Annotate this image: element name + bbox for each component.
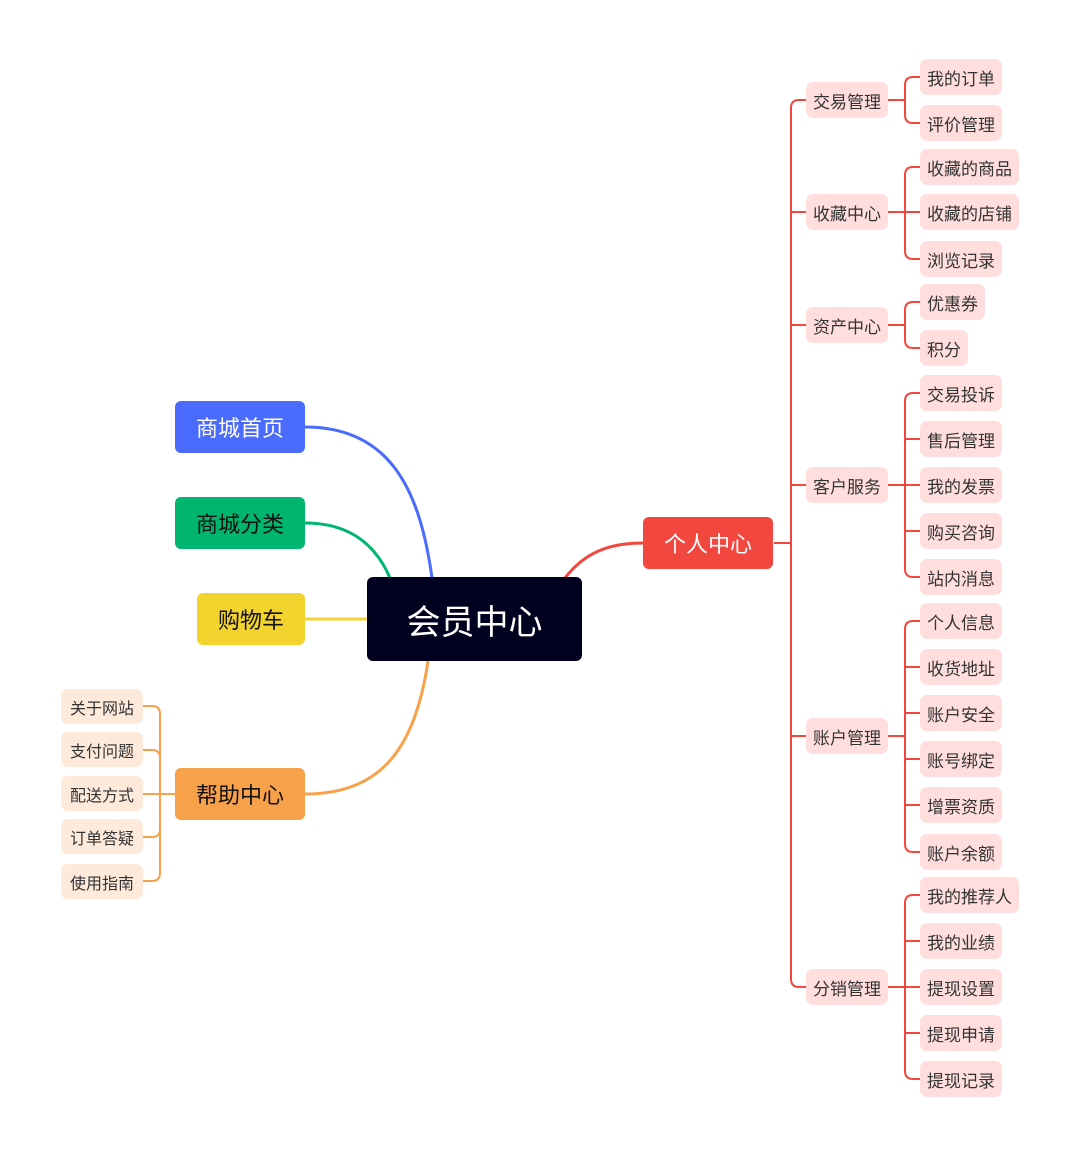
root-node[interactable]: 会员中心 bbox=[367, 577, 582, 661]
leaf-withdraw-records[interactable]: 提现记录 bbox=[920, 1061, 1002, 1097]
connector-user bbox=[563, 541, 644, 579]
node-help-center[interactable]: 帮助中心 bbox=[175, 768, 305, 820]
group-distribution[interactable]: 分销管理 bbox=[806, 969, 888, 1005]
node-mall-home[interactable]: 商城首页 bbox=[175, 401, 305, 453]
connector-help bbox=[304, 660, 430, 796]
leaf-vat-invoice[interactable]: 增票资质 bbox=[920, 787, 1002, 823]
node-mall-category[interactable]: 商城分类 bbox=[175, 497, 305, 549]
user-bracket bbox=[774, 76, 920, 1080]
leaf-referrer[interactable]: 我的推荐人 bbox=[920, 877, 1019, 913]
leaf-performance[interactable]: 我的业绩 bbox=[920, 923, 1002, 959]
leaf-my-orders[interactable]: 我的订单 bbox=[920, 59, 1002, 95]
leaf-after-sales[interactable]: 售后管理 bbox=[920, 421, 1002, 457]
group-assets[interactable]: 资产中心 bbox=[806, 307, 888, 343]
help-leaf-about[interactable]: 关于网站 bbox=[61, 689, 143, 724]
leaf-points[interactable]: 积分 bbox=[920, 330, 968, 366]
leaf-withdraw-request[interactable]: 提现申请 bbox=[920, 1015, 1002, 1051]
group-trade[interactable]: 交易管理 bbox=[806, 82, 888, 118]
help-leaf-guide[interactable]: 使用指南 bbox=[61, 864, 143, 899]
help-leaf-order-faq[interactable]: 订单答疑 bbox=[61, 819, 143, 854]
group-service[interactable]: 客户服务 bbox=[806, 467, 888, 503]
node-personal-center[interactable]: 个人中心 bbox=[643, 517, 773, 569]
leaf-binding[interactable]: 账号绑定 bbox=[920, 741, 1002, 777]
leaf-withdraw-settings[interactable]: 提现设置 bbox=[920, 969, 1002, 1005]
leaf-inquiries[interactable]: 购买咨询 bbox=[920, 513, 1002, 549]
help-leaf-delivery[interactable]: 配送方式 bbox=[61, 776, 143, 811]
help-bracket bbox=[143, 705, 175, 882]
leaf-history[interactable]: 浏览记录 bbox=[920, 241, 1002, 277]
leaf-fav-shops[interactable]: 收藏的店铺 bbox=[920, 194, 1019, 230]
group-favorites[interactable]: 收藏中心 bbox=[806, 194, 888, 230]
group-account[interactable]: 账户管理 bbox=[806, 718, 888, 754]
leaf-messages[interactable]: 站内消息 bbox=[920, 559, 1002, 595]
leaf-address[interactable]: 收货地址 bbox=[920, 649, 1002, 685]
leaf-invoices[interactable]: 我的发票 bbox=[920, 467, 1002, 503]
leaf-balance[interactable]: 账户余额 bbox=[920, 834, 1002, 870]
help-leaf-payment[interactable]: 支付问题 bbox=[61, 732, 143, 767]
leaf-fav-products[interactable]: 收藏的商品 bbox=[920, 149, 1019, 185]
leaf-profile[interactable]: 个人信息 bbox=[920, 603, 1002, 639]
connector-category bbox=[304, 521, 392, 579]
connector-home bbox=[304, 425, 434, 579]
leaf-reviews[interactable]: 评价管理 bbox=[920, 105, 1002, 141]
node-shopping-cart[interactable]: 购物车 bbox=[197, 593, 305, 645]
leaf-coupons[interactable]: 优惠券 bbox=[920, 284, 985, 320]
leaf-security[interactable]: 账户安全 bbox=[920, 695, 1002, 731]
leaf-complaints[interactable]: 交易投诉 bbox=[920, 375, 1002, 411]
